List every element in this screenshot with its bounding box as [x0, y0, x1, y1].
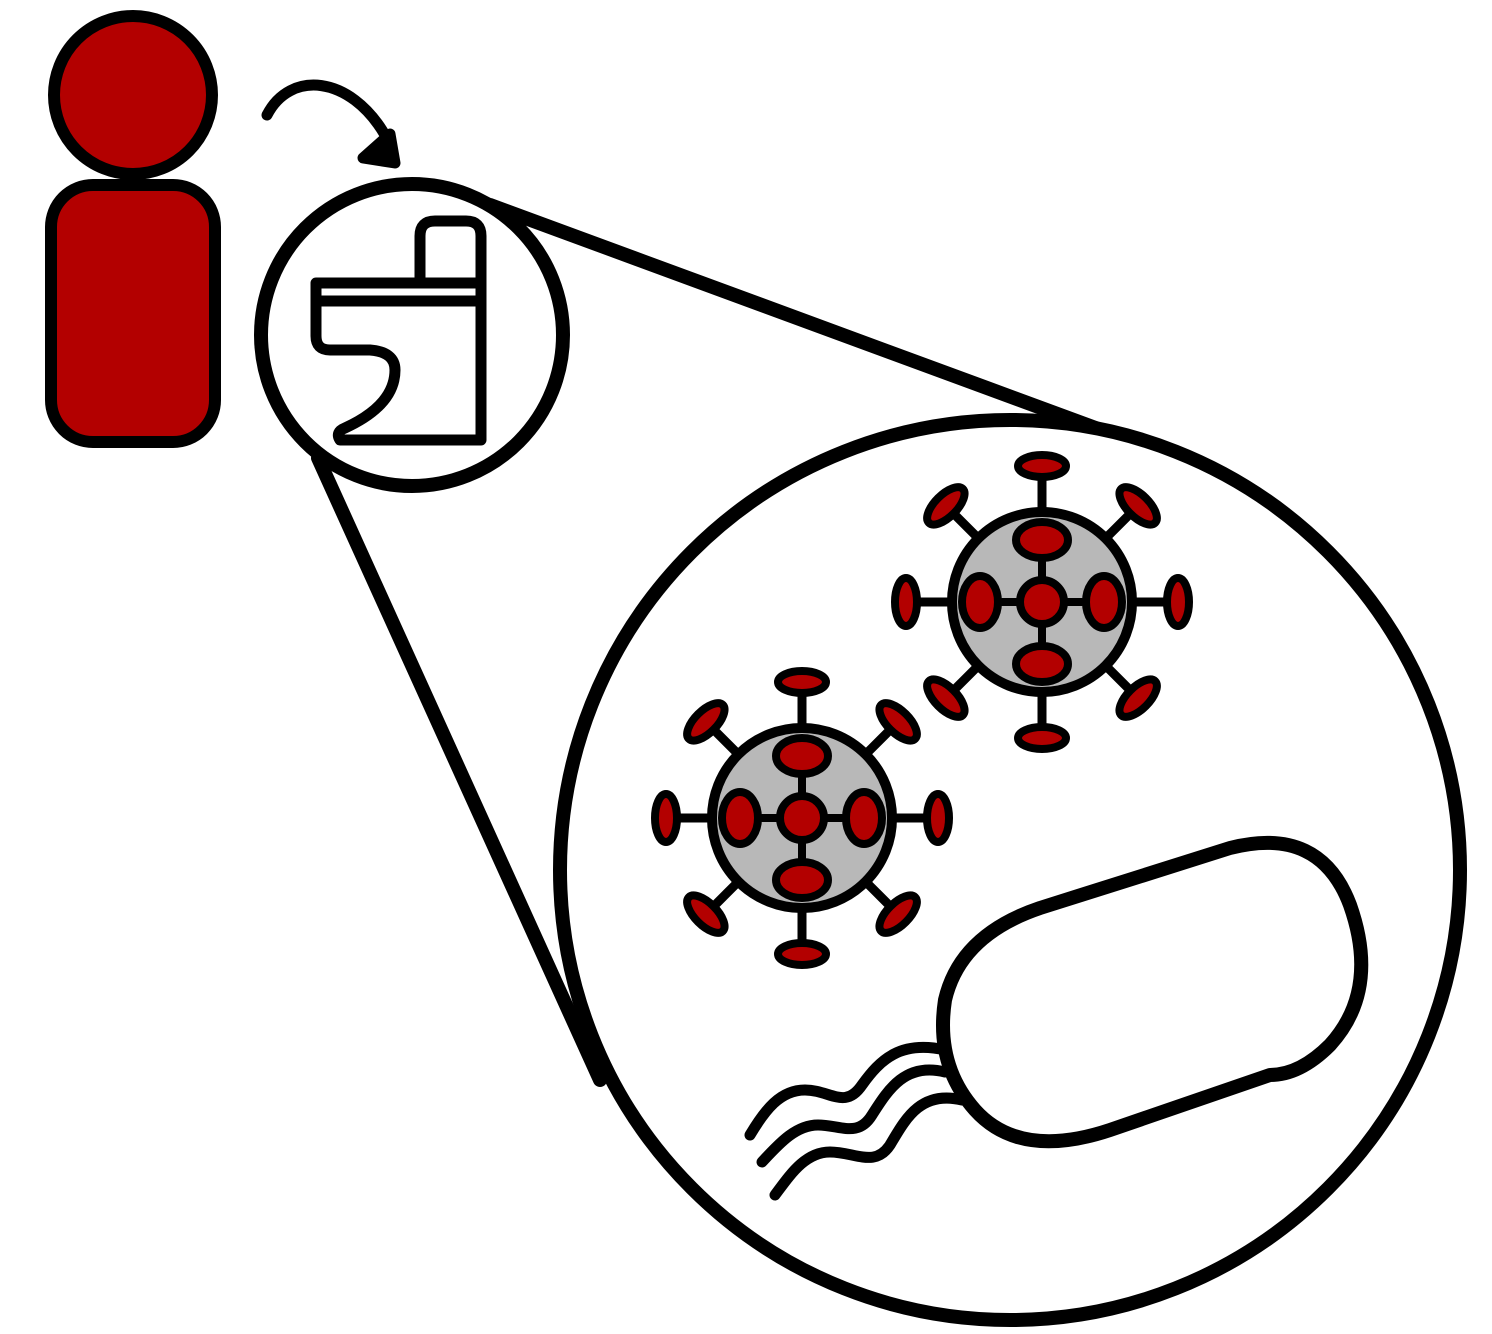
virus-icon-1	[895, 455, 1189, 749]
person-icon	[51, 16, 215, 442]
curved-arrow-icon	[267, 85, 395, 163]
virus-icon-2	[655, 671, 949, 965]
